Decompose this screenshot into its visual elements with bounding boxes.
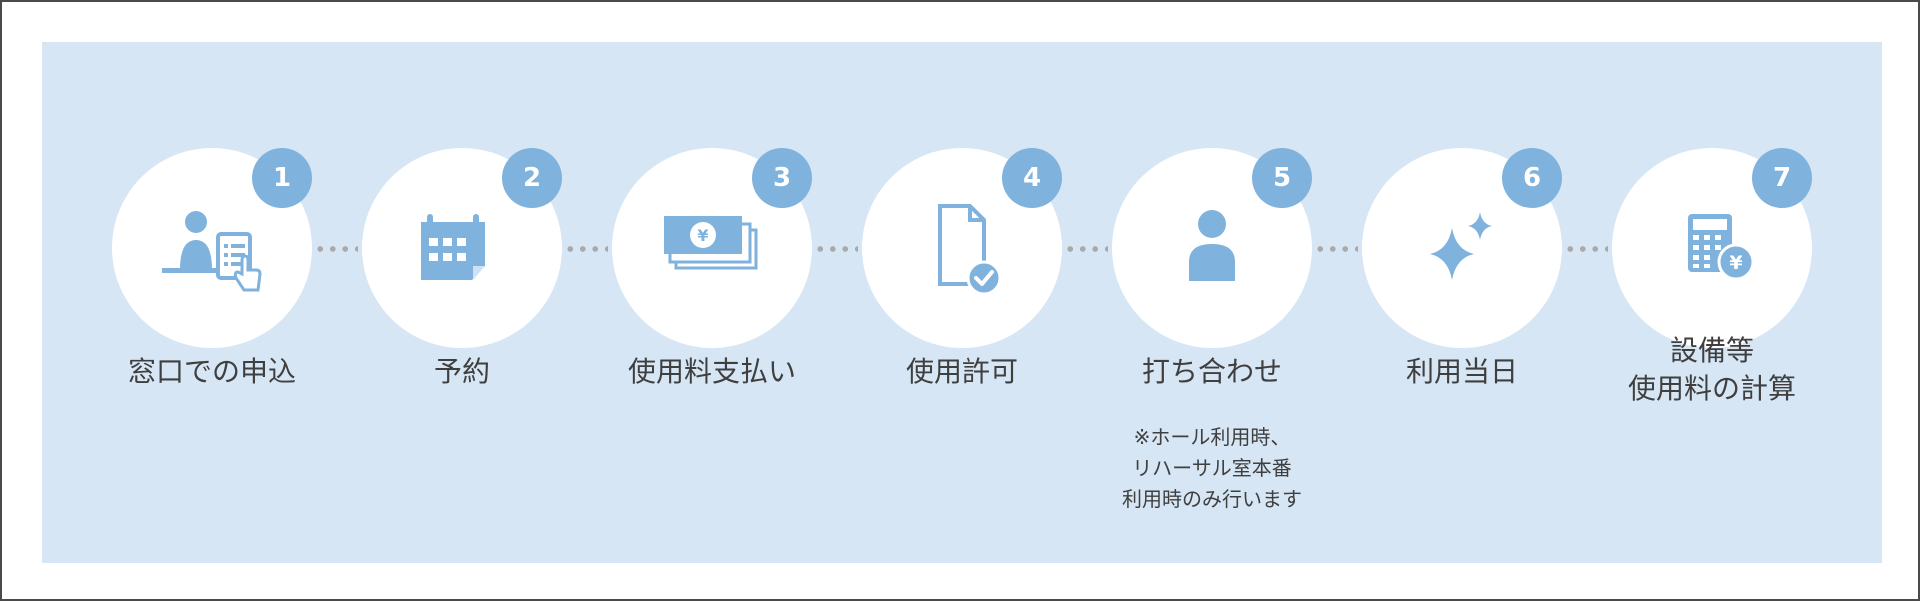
step-number-badge: 7 xyxy=(1752,148,1812,208)
calculator-yen-icon: ¥ xyxy=(1662,198,1762,298)
step-label: 使用許可 xyxy=(905,355,1018,388)
document-check-icon xyxy=(912,198,1012,298)
step-label: 打ち合わせ xyxy=(1141,355,1282,388)
counter-application-icon xyxy=(162,198,262,298)
step-number-badge: 4 xyxy=(1002,148,1062,208)
step-label: 窓口での申込 xyxy=(127,355,296,388)
step-label: 設備等 使用料の計算 xyxy=(1627,334,1796,405)
step-note: ※ホール利用時、 リハーサル室本番 利用時のみ行います xyxy=(1122,425,1302,511)
sparkle-icon xyxy=(1412,198,1512,298)
calendar-icon xyxy=(412,198,512,298)
step-label: 利用当日 xyxy=(1405,355,1518,388)
svg-text:¥: ¥ xyxy=(697,226,708,245)
step-label: 予約 xyxy=(433,355,490,388)
step-number-badge: 6 xyxy=(1502,148,1562,208)
step-label: 使用料支払い xyxy=(627,355,796,388)
flow-panel: 1 窓口での申込 2 xyxy=(42,42,1882,563)
yen-bills-icon: ¥ xyxy=(662,198,762,298)
connector-6-7 xyxy=(1564,246,1608,252)
step-number-badge: 3 xyxy=(752,148,812,208)
person-icon xyxy=(1162,198,1262,298)
svg-text:¥: ¥ xyxy=(1729,252,1742,274)
connector-5-6 xyxy=(1314,246,1358,252)
connector-1-2 xyxy=(314,246,358,252)
step-number-badge: 5 xyxy=(1252,148,1312,208)
connector-4-5 xyxy=(1064,246,1108,252)
step-number-badge: 1 xyxy=(252,148,312,208)
step-number-badge: 2 xyxy=(502,148,562,208)
connector-2-3 xyxy=(564,246,608,252)
connector-3-4 xyxy=(814,246,858,252)
